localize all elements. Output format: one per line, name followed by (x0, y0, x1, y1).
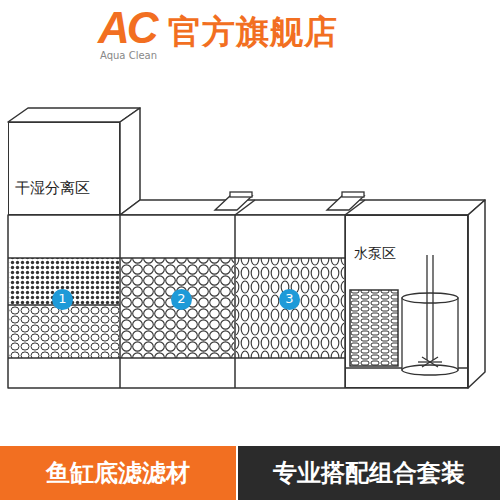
node-text: 鱼缸底滤滤材 (46, 460, 190, 486)
callout-number: 2 (171, 289, 192, 310)
node-text: 水泵区 (354, 246, 396, 261)
node-text: 2 (177, 292, 185, 306)
title-band: 鱼缸底滤滤材 (0, 446, 236, 500)
node-text: 1 (58, 292, 66, 306)
node-text: 干湿分离区 (15, 180, 90, 197)
brand-logo: AC (98, 4, 156, 52)
separation-box: 干湿分离区 (8, 122, 120, 215)
callout-number: 1 (52, 289, 73, 310)
node-text: 3 (285, 292, 293, 306)
pump-chamber: 水泵区 (345, 215, 468, 388)
store-name: 官方旗舰店 (168, 14, 338, 50)
brand-subtitle: Aqua Clean (100, 50, 157, 61)
callout-number: 3 (279, 289, 300, 310)
node-text: 专业搭配组合套装 (273, 460, 465, 486)
title-band: 专业搭配组合套装 (238, 446, 500, 500)
